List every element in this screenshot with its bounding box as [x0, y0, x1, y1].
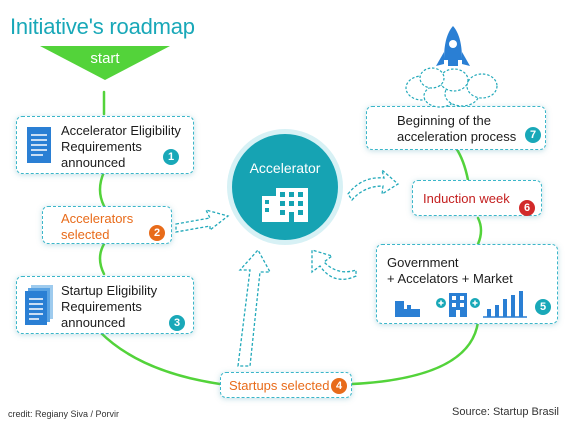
- step-5-line-1: Government: [387, 255, 459, 270]
- step-5-icons: [395, 291, 527, 318]
- step-2-line-1: Accelerators: [61, 211, 134, 226]
- source-text: Source: Startup Brasil: [452, 406, 559, 418]
- step-3-line-3: announced: [61, 315, 126, 330]
- step-1-line-2: Requirements: [61, 139, 142, 154]
- government-icon: [395, 301, 420, 317]
- accelerator-node: [232, 134, 338, 240]
- step-7-box: Beginning of the acceleration process 7: [366, 106, 546, 150]
- step-4-badge: 4: [331, 378, 347, 394]
- step-3-badge: 3: [169, 315, 185, 331]
- step-1-line-3: announced: [61, 155, 126, 170]
- step-2-box: Accelerators selected 2: [42, 206, 172, 244]
- step-3-box: Startup Eligibility Requirements announc…: [16, 276, 194, 334]
- step-2-badge: 2: [149, 225, 165, 241]
- accelerator-label: Accelerator: [249, 160, 321, 176]
- step-4-line-1: Startups selected: [229, 378, 330, 393]
- step-3-line-2: Requirements: [61, 299, 142, 314]
- documents-stack-icon: [25, 285, 53, 325]
- step-6-box: Induction week 6: [412, 180, 542, 216]
- building-icon: [262, 188, 308, 222]
- rocket-icon: [405, 26, 498, 108]
- step-7-line-1: Beginning of the: [397, 113, 491, 128]
- step-7-badge: 7: [525, 127, 541, 143]
- bar-chart-icon: [483, 291, 527, 318]
- document-icon: [27, 127, 51, 163]
- step-1-box: Accelerator Eligibility Requirements ann…: [16, 116, 194, 174]
- step-5-line-2: + Accelators + Market: [387, 271, 513, 286]
- step-6-line-1: Induction week: [423, 191, 510, 206]
- credit-text: credit: Regiany Siva / Porvir: [8, 409, 120, 419]
- step-6-badge: 6: [519, 200, 535, 216]
- start-label: start: [90, 50, 120, 67]
- building-icon: [449, 293, 467, 317]
- step-1-line-1: Accelerator Eligibility: [61, 123, 181, 138]
- step-5-box: Government + Accelators + Market: [376, 244, 558, 324]
- start-marker: [40, 46, 170, 80]
- step-5-badge: 5: [535, 299, 551, 315]
- step-7-line-2: acceleration process: [397, 129, 517, 144]
- step-2-line-2: selected: [61, 227, 110, 242]
- step-3-line-1: Startup Eligibility: [61, 283, 158, 298]
- page-title: Initiative's roadmap: [10, 14, 195, 39]
- step-1-badge: 1: [163, 149, 179, 165]
- step-4-box: Startups selected 4: [220, 372, 352, 398]
